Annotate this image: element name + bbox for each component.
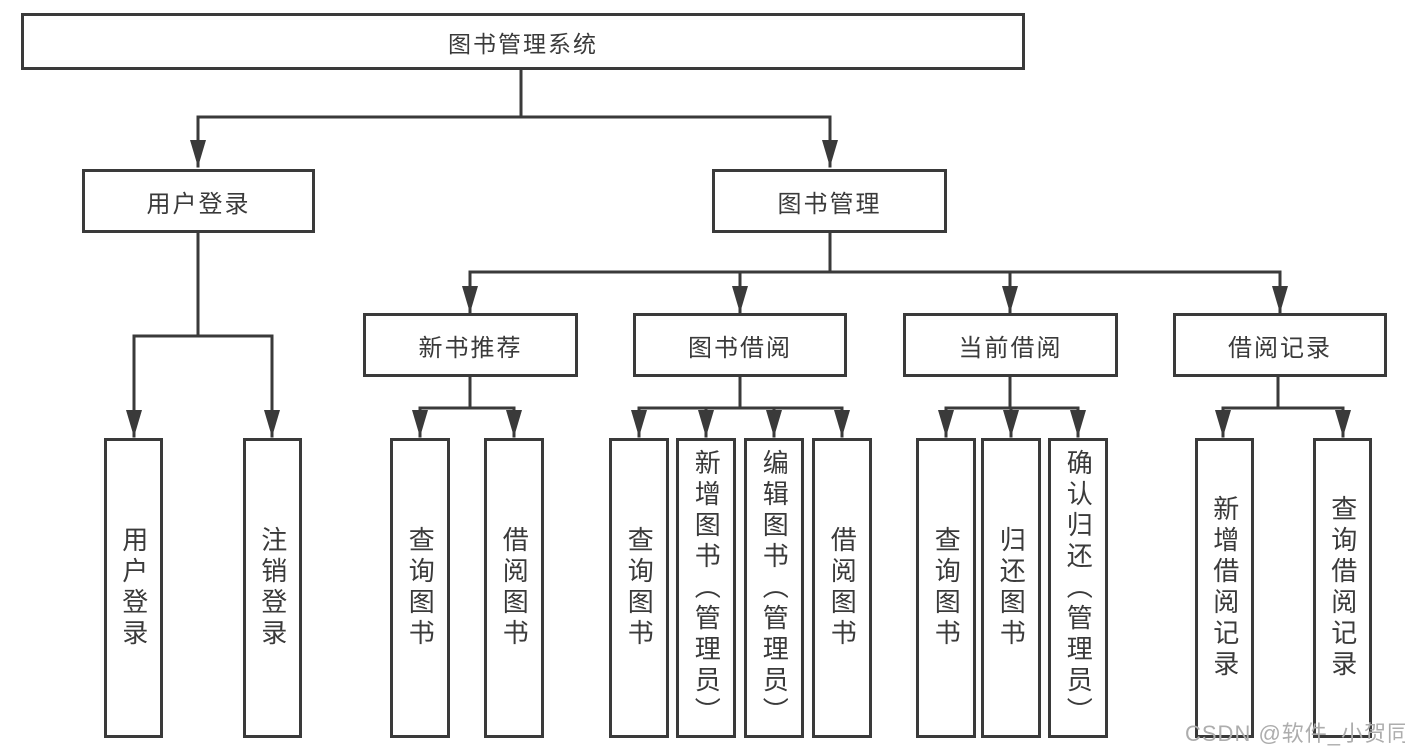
leaf-query-books-3: 查询图书 [916,438,976,738]
connector-root-rail [196,68,832,119]
node-label: 新增图书（管理员） [691,448,722,728]
leaf-return-books: 归还图书 [981,438,1041,738]
leaf-edit-books-admin: 编辑图书（管理员） [744,438,804,738]
node-label: 借阅记录 [1228,334,1332,362]
node-label: 查询借阅记录 [1327,495,1358,681]
connector-user-rail [132,231,274,338]
csdn-watermark: CSDN @软件_小贺同学 [1185,721,1405,746]
connector-borrow-rail [637,375,844,410]
node-label: 查询图书 [405,526,436,650]
leaf-query-books-2: 查询图书 [609,438,669,738]
leaf-user-login: 用户登录 [104,438,163,738]
node-current-borrow: 当前借阅 [903,313,1118,377]
node-book-borrow: 图书借阅 [633,313,847,377]
node-label: 用户登录 [146,190,251,218]
node-book-management: 图书管理 [712,169,947,233]
node-label: 确认归还（管理员） [1063,448,1094,728]
node-label: 查询图书 [931,526,962,650]
leaf-query-borrow-record: 查询借阅记录 [1313,438,1372,738]
node-label: 用户登录 [118,526,149,650]
leaf-query-books-1: 查询图书 [390,438,450,738]
connector-current-rail [944,375,1080,410]
node-label: 新增借阅记录 [1209,495,1240,681]
node-label: 新书推荐 [418,334,523,362]
node-label: 借阅图书 [499,526,530,650]
leaf-add-borrow-record: 新增借阅记录 [1195,438,1254,738]
connector-recommend-rail [418,375,516,410]
node-label: 借阅图书 [827,526,858,650]
node-label: 图书借阅 [688,334,792,362]
node-new-book-recommend: 新书推荐 [363,313,578,377]
node-label: 归还图书 [996,526,1027,650]
leaf-add-books-admin: 新增图书（管理员） [676,438,736,738]
node-label: 查询图书 [624,526,655,650]
node-label: 编辑图书（管理员） [759,448,790,728]
node-label: 图书管理系统 [448,30,598,57]
node-label: 当前借阅 [958,334,1063,362]
node-borrow-records: 借阅记录 [1173,313,1387,377]
leaf-confirm-return-admin: 确认归还（管理员） [1048,438,1108,738]
connector-bookmgmt-rail [468,231,1282,274]
leaf-logout: 注销登录 [243,438,302,738]
connector-records-rail [1221,375,1345,410]
node-label: 注销登录 [257,526,288,650]
leaf-borrow-books-1: 借阅图书 [484,438,544,738]
node-library-system: 图书管理系统 [21,13,1025,70]
leaf-borrow-books-2: 借阅图书 [812,438,872,738]
node-user-login: 用户登录 [82,169,315,233]
node-label: 图书管理 [777,190,882,218]
